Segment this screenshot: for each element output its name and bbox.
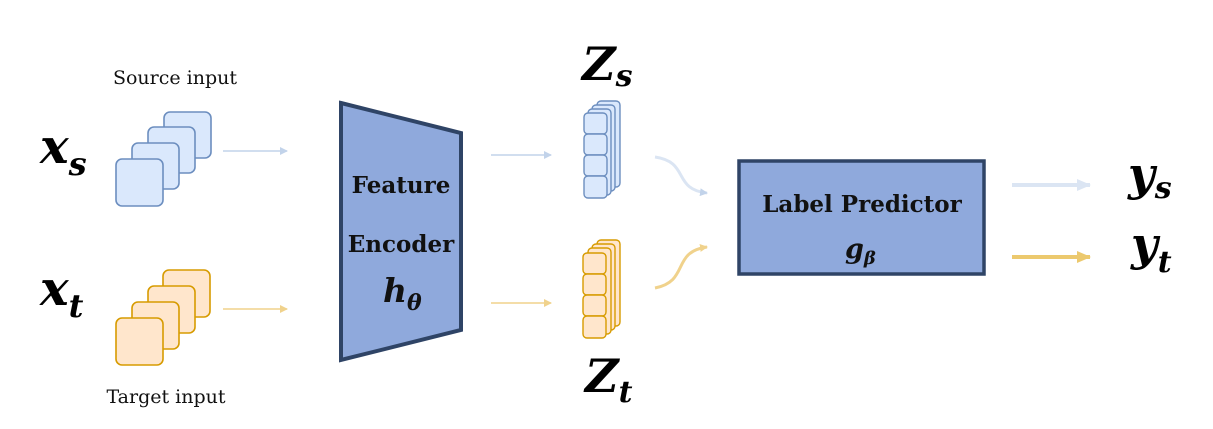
target-input-symbol: xt <box>39 261 84 325</box>
predictor-label: Label Predictor <box>762 191 962 218</box>
target-feature-symbol: Zt <box>583 349 633 410</box>
source-feature-stack <box>583 100 621 199</box>
source-input-symbol: xs <box>39 119 87 183</box>
target-image-stack <box>115 269 211 366</box>
target-feature-stack <box>582 239 621 339</box>
target-input-caption: Target input <box>106 386 225 408</box>
encoder-label-line2: Encoder <box>348 231 455 258</box>
source-output-symbol: ys <box>1127 147 1172 206</box>
encoder-label-line1: Feature <box>352 172 451 199</box>
predictor-symbol: gβ <box>845 234 876 269</box>
label-predictor-block <box>737 159 986 276</box>
target-features-to-predictor-arrow <box>654 244 708 290</box>
feature-encoder-block <box>339 100 463 363</box>
source-input-caption: Source input <box>113 67 237 89</box>
encoder-symbol: hθ <box>383 271 422 316</box>
source-features-to-predictor-arrow <box>654 155 708 197</box>
source-feature-symbol: Zs <box>580 37 633 94</box>
target-output-symbol: yt <box>1130 217 1172 280</box>
source-image-stack <box>115 111 212 207</box>
